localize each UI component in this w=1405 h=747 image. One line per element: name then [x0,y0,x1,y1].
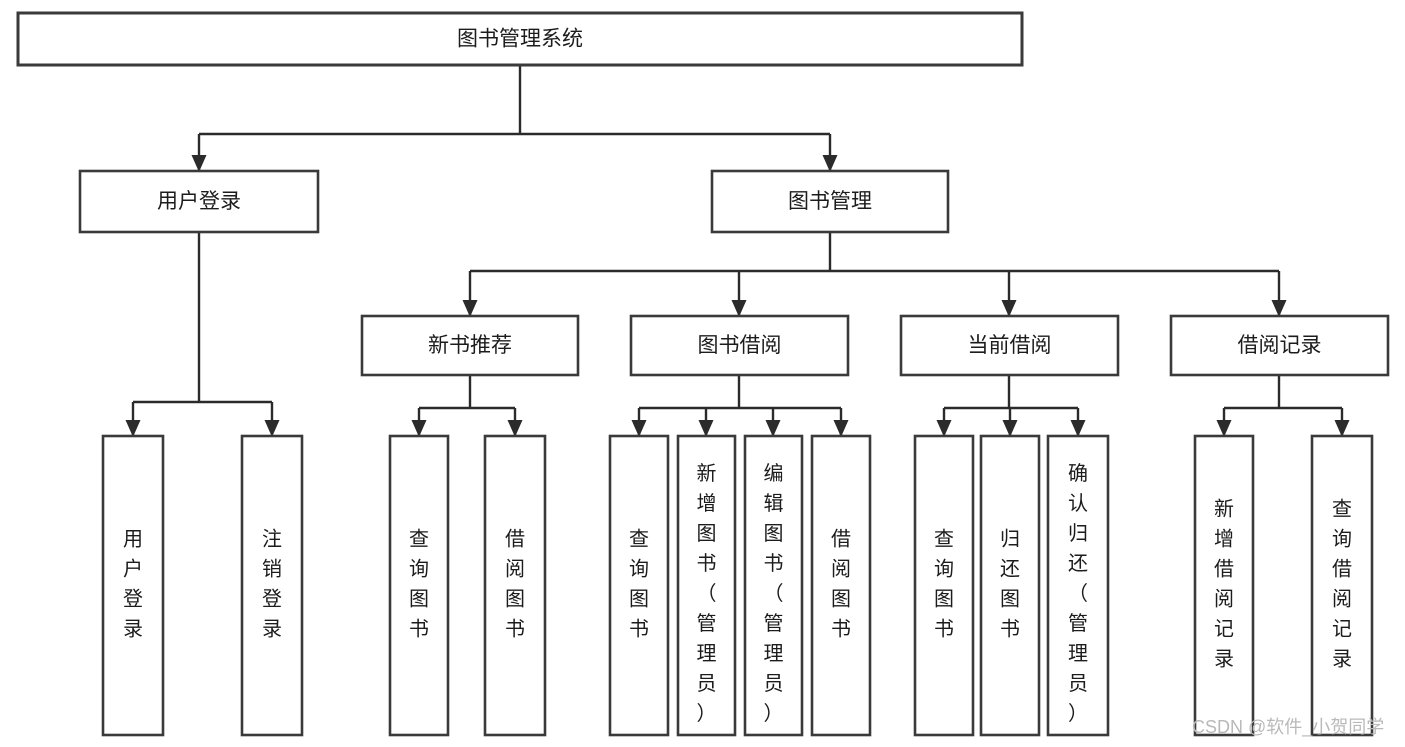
arrow-head-icon [1001,300,1017,317]
arrow-head-icon [191,155,207,172]
node-box-leaf-query-book-rec[interactable] [388,434,450,737]
node-book-borrow[interactable]: 图书借阅 [629,314,850,377]
node-leaf-query-borrow-record[interactable]: 查询借阅记录 [1310,434,1374,737]
node-label-leaf-query-book-bor: 查询图书 [629,528,649,641]
watermark-label: CSDN @软件_小贺同学 [1192,717,1384,738]
connector-book-manage [468,232,1281,315]
node-label-new-book-recommend: 新书推荐 [428,334,512,357]
arrow-head-icon [631,420,647,437]
node-label-book-borrow: 图书借阅 [698,334,782,357]
node-box-user-login[interactable] [78,169,320,234]
node-leaf-confirm-return-admin[interactable]: 确认归还（管理员） [1046,434,1110,737]
node-leaf-return-book[interactable]: 归还图书 [979,434,1041,737]
arrow-head-icon [765,420,781,437]
arrow-head-icon [1271,300,1287,317]
node-label-leaf-logout-login: 注销登录 [262,528,282,641]
node-label-leaf-query-borrow-record: 查询借阅记录 [1332,498,1352,671]
node-label-root: 图书管理系统 [457,28,583,51]
node-box-leaf-return-book[interactable] [979,434,1041,737]
node-new-book-recommend[interactable]: 新书推荐 [360,314,580,377]
node-book-manage[interactable]: 图书管理 [710,169,950,234]
node-label-leaf-add-borrow-record: 新增借阅记录 [1214,498,1234,671]
node-leaf-edit-book-admin[interactable]: 编辑图书（管理员） [743,434,804,737]
node-leaf-borrow-book-rec[interactable]: 借阅图书 [483,434,547,737]
boxes-layer: 图书管理系统用户登录图书管理新书推荐图书借阅当前借阅借阅记录用户登录注销登录查询… [16,11,1390,737]
node-label-leaf-borrow-book-bor: 借阅图书 [831,528,851,641]
node-leaf-add-book-admin[interactable]: 新增图书（管理员） [676,434,737,737]
node-label-leaf-return-book: 归还图书 [1000,528,1020,641]
arrow-head-icon [1002,420,1018,437]
node-box-borrow-record[interactable] [1169,314,1390,377]
node-leaf-add-borrow-record[interactable]: 新增借阅记录 [1193,434,1255,737]
node-label-current-borrow: 当前借阅 [968,334,1052,357]
node-label-leaf-edit-book-admin: 编辑图书（管理员） [764,462,784,725]
node-box-leaf-add-book-admin[interactable] [676,434,737,737]
node-box-leaf-add-borrow-record[interactable] [1193,434,1255,737]
node-leaf-user-login[interactable]: 用户登录 [101,434,165,737]
node-box-new-book-recommend[interactable] [360,314,580,377]
arrow-head-icon [1070,420,1086,437]
connector-user-login [131,232,274,435]
node-box-leaf-logout-login[interactable] [240,434,304,737]
node-box-root[interactable] [16,11,1024,67]
node-box-leaf-user-login[interactable] [101,434,165,737]
node-box-book-borrow[interactable] [629,314,850,377]
node-label-leaf-borrow-book-rec: 借阅图书 [505,528,525,641]
arrow-head-icon [1216,420,1232,437]
node-box-leaf-query-borrow-record[interactable] [1310,434,1374,737]
node-box-leaf-edit-book-admin[interactable] [743,434,804,737]
node-leaf-query-book-bor[interactable]: 查询图书 [608,434,670,737]
node-box-current-borrow[interactable] [899,314,1120,377]
node-box-leaf-query-book-bor[interactable] [608,434,670,737]
connector-borrow-record [1222,375,1344,435]
node-leaf-logout-login[interactable]: 注销登录 [240,434,304,737]
connectors-layer [125,65,1350,437]
node-box-leaf-borrow-book-rec[interactable] [483,434,547,737]
node-label-borrow-record: 借阅记录 [1238,334,1322,357]
node-label-leaf-user-login: 用户登录 [123,529,143,641]
arrow-head-icon [822,155,838,172]
arrow-head-icon [125,420,141,437]
arrow-head-icon [411,420,427,437]
connector-root [197,65,832,170]
arrow-head-icon [698,420,714,437]
node-label-leaf-query-book-cur: 查询图书 [934,528,954,641]
arrow-head-icon [507,420,523,437]
arrow-head-icon [731,300,747,317]
node-label-leaf-query-book-rec: 查询图书 [409,528,429,641]
node-leaf-borrow-book-bor[interactable]: 借阅图书 [810,434,872,737]
node-box-leaf-confirm-return-admin[interactable] [1046,434,1110,737]
node-label-user-login: 用户登录 [157,190,241,213]
node-root[interactable]: 图书管理系统 [16,11,1024,67]
node-leaf-query-book-cur[interactable]: 查询图书 [913,434,975,737]
arrow-head-icon [462,300,478,317]
node-label-book-manage: 图书管理 [788,190,872,213]
node-box-leaf-borrow-book-bor[interactable] [810,434,872,737]
node-box-leaf-query-book-cur[interactable] [913,434,975,737]
arrow-head-icon [1334,420,1350,437]
node-label-leaf-add-book-admin: 新增图书（管理员） [697,462,717,725]
arrow-head-icon [264,420,280,437]
arrow-head-icon [936,420,952,437]
arrow-head-icon [833,420,849,437]
node-user-login[interactable]: 用户登录 [78,169,320,234]
connector-book-borrow [637,375,843,435]
node-label-leaf-confirm-return-admin: 确认归还（管理员） [1068,462,1088,725]
connector-new-book-recommend [417,375,517,435]
node-box-book-manage[interactable] [710,169,950,234]
node-leaf-query-book-rec[interactable]: 查询图书 [388,434,450,737]
node-current-borrow[interactable]: 当前借阅 [899,314,1120,377]
node-borrow-record[interactable]: 借阅记录 [1169,314,1390,377]
